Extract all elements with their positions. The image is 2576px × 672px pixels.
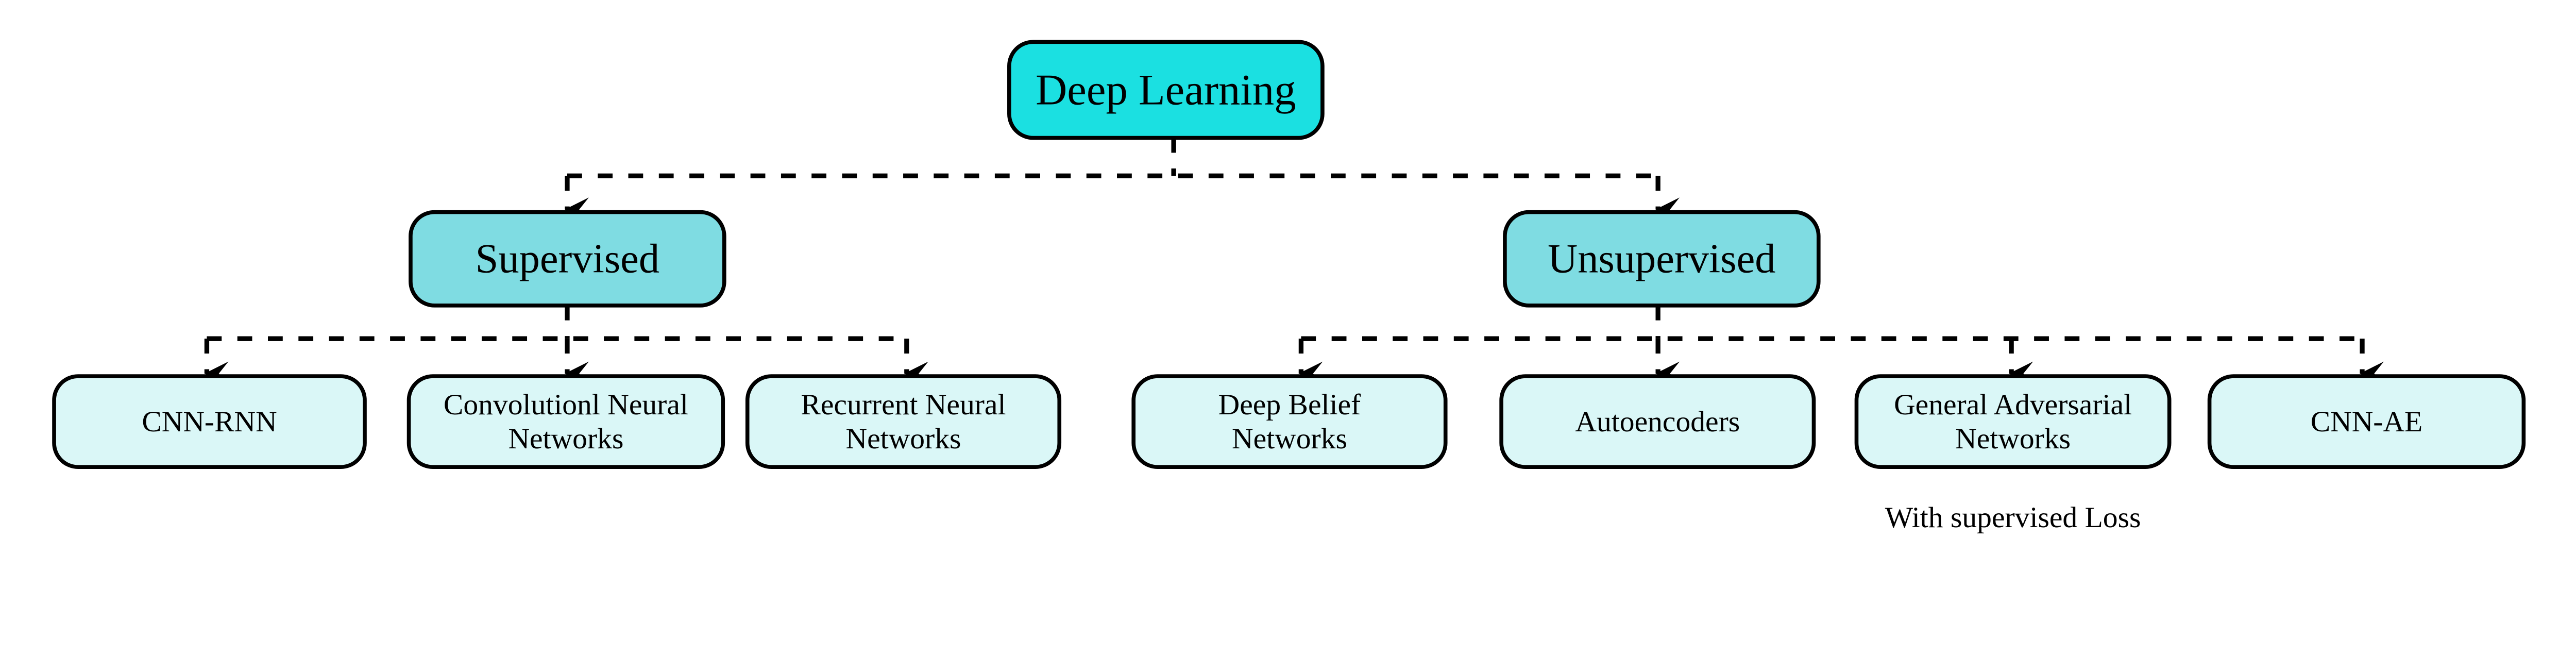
leaf-node-deep-belief-networks-label: Deep Belief	[1218, 389, 1361, 421]
root-node-deep-learning-box	[1007, 40, 1325, 140]
leaf-node-recurrent-neural-networks-box	[745, 374, 1062, 469]
category-node-supervised-box	[409, 210, 726, 308]
leaf-node-recurrent-neural-networks-label: Recurrent Neural	[801, 389, 1006, 421]
category-node-unsupervised-box	[1503, 210, 1821, 308]
category-node-supervised-label: Supervised	[476, 236, 659, 282]
category-node-unsupervised: Unsupervised	[1503, 210, 1821, 308]
leaf-node-convolutionl-neural-networks-label: Convolutionl Neural	[444, 389, 688, 421]
leaf-node-deep-belief-networks-box	[1131, 374, 1448, 469]
leaf-node-deep-belief-networks-label: Networks	[1232, 423, 1347, 455]
annotation-with-supervised-loss: With supervised Loss	[1885, 501, 2141, 534]
category-node-unsupervised-label: Unsupervised	[1548, 236, 1775, 282]
leaf-node-cnn-rnn-box	[52, 374, 367, 469]
root-node-deep-learning: Deep Learning	[1007, 40, 1325, 140]
leaf-node-general-adversarial-networks-label: Networks	[1955, 423, 2071, 455]
leaf-node-recurrent-neural-networks-label: Networks	[846, 423, 961, 455]
leaf-node-convolutionl-neural-networks-box	[406, 374, 725, 469]
leaf-node-cnn-ae: CNN-AE	[2207, 374, 2526, 469]
edges	[204, 138, 2384, 386]
leaf-node-cnn-rnn-label: CNN-RNN	[142, 406, 277, 438]
leaf-node-autoencoders-label: Autoencoders	[1575, 406, 1740, 438]
leaf-node-cnn-ae-box	[2207, 374, 2526, 469]
root-node-deep-learning-label: Deep Learning	[1036, 66, 1296, 114]
leaf-node-autoencoders: Autoencoders	[1499, 374, 1816, 469]
leaf-node-convolutionl-neural-networks-label: Networks	[508, 423, 623, 455]
leaf-node-general-adversarial-networks-box	[1854, 374, 2172, 469]
leaf-node-autoencoders-box	[1499, 374, 1816, 469]
category-node-supervised: Supervised	[409, 210, 726, 308]
leaf-node-cnn-ae-label: CNN-AE	[2311, 406, 2422, 438]
leaf-node-cnn-rnn: CNN-RNN	[52, 374, 367, 469]
leaf-node-general-adversarial-networks-label: General Adversarial	[1894, 389, 2132, 421]
